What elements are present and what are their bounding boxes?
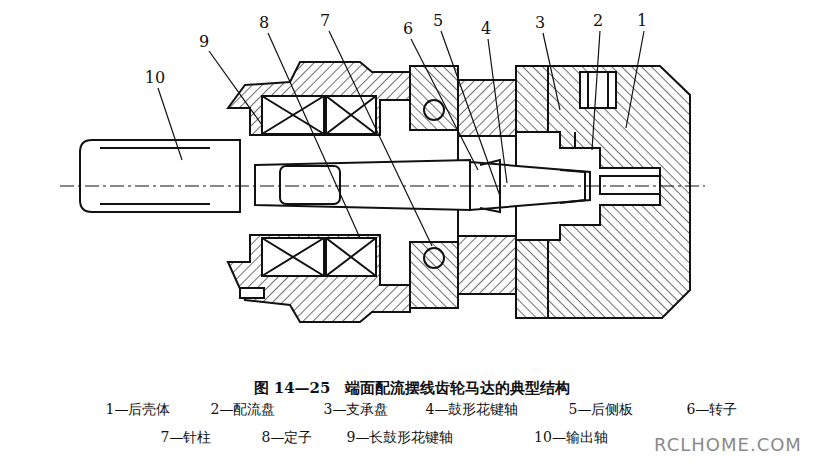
part-name: 4—鼓形花键轴	[426, 401, 519, 419]
part-name: 5—后侧板	[569, 401, 634, 419]
caption: 图 14—25 端面配流摆线齿轮马达的典型结构	[254, 379, 571, 398]
callout-number: 4	[481, 19, 491, 38]
callout-number: 2	[593, 11, 603, 30]
part-name: 6—转子	[687, 401, 738, 419]
part-name: 2—配流盘	[211, 401, 276, 419]
callout-number: 10	[145, 68, 165, 87]
part-name: 10—输出轴	[534, 429, 608, 447]
callout-number: 7	[320, 11, 330, 30]
part-name: 9—长鼓形花键轴	[347, 429, 454, 447]
callout-number: 5	[433, 11, 443, 30]
callout-number: 6	[403, 19, 413, 38]
leader-lines	[158, 31, 644, 246]
watermark: RCLHOME.COM	[654, 434, 802, 455]
callout-number: 9	[199, 32, 209, 51]
callout-number: 8	[259, 13, 269, 32]
callout-number: 3	[535, 13, 545, 32]
part-name: 3—支承盘	[324, 401, 389, 419]
part-name: 1—后壳体	[106, 401, 171, 419]
part-name: 7—针柱	[161, 429, 212, 447]
part-name: 8—定子	[262, 429, 313, 447]
callout-number: 1	[637, 11, 647, 30]
